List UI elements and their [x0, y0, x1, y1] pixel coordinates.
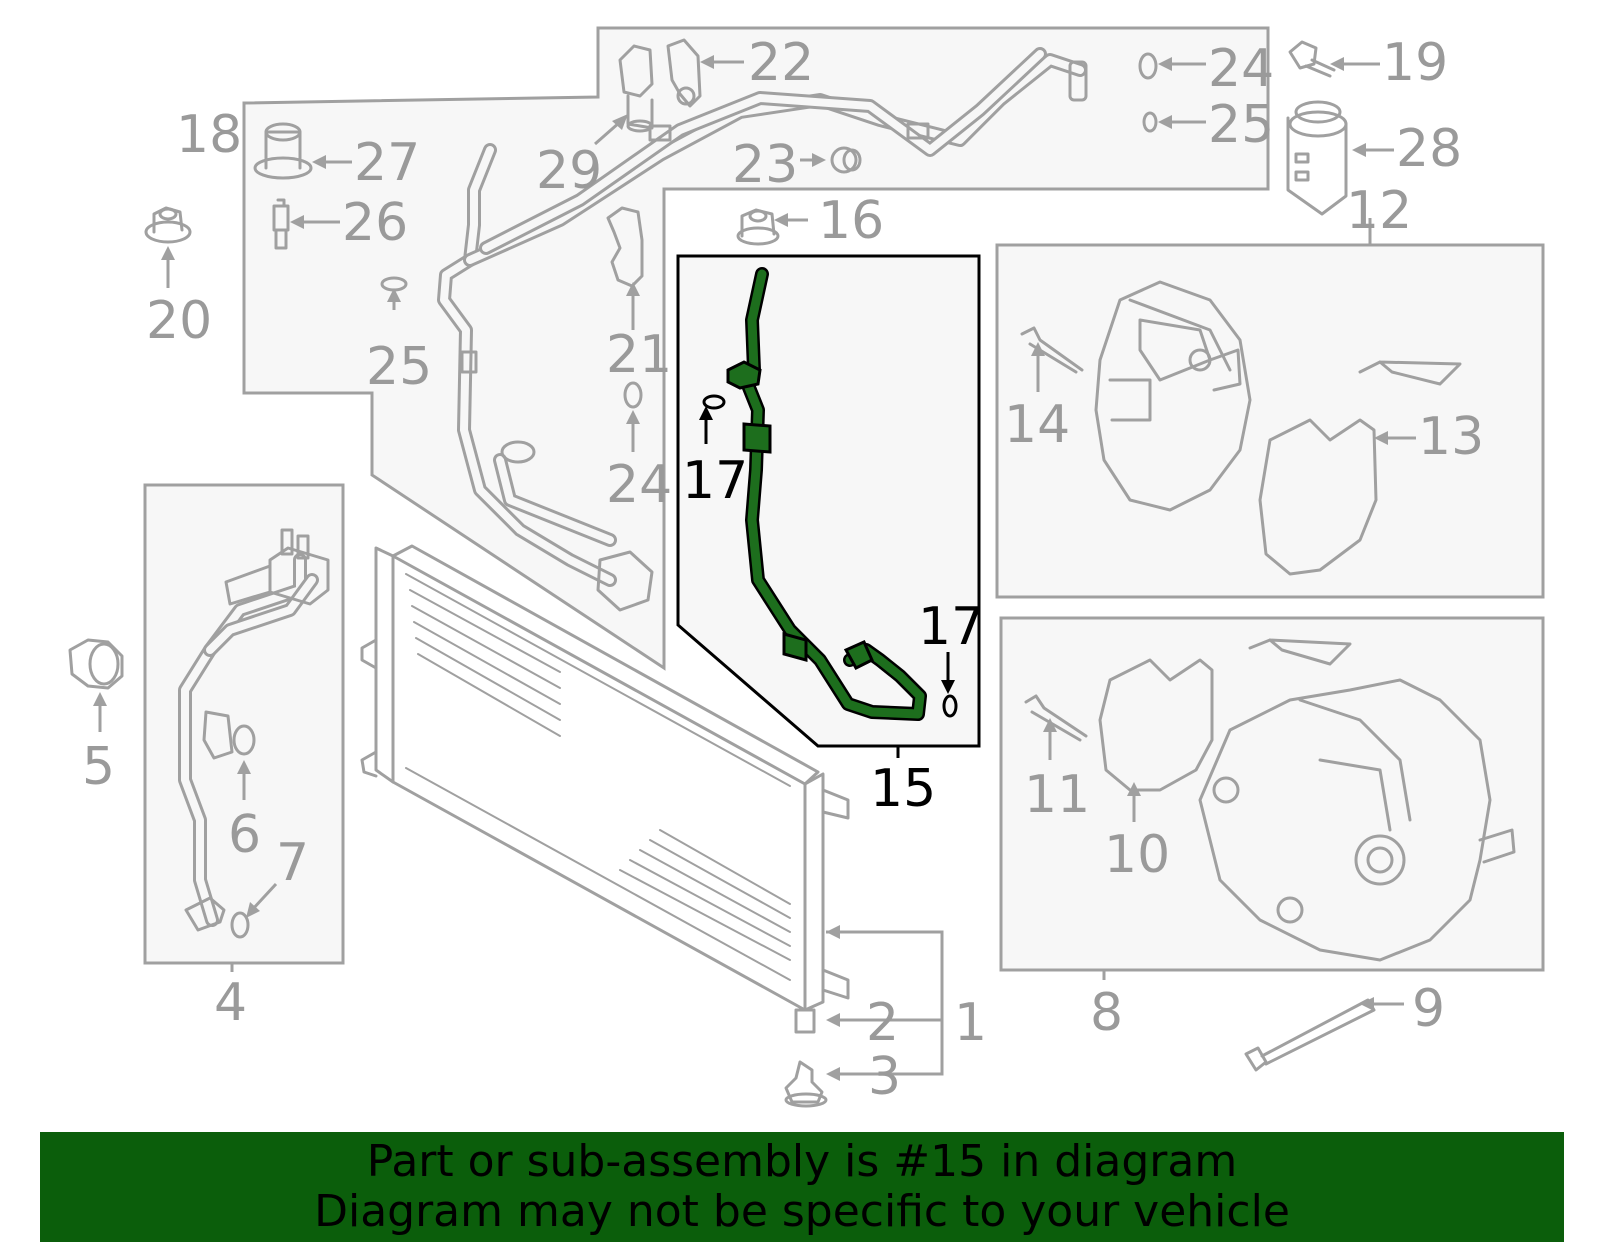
callout-labels: 1 2 3 4 5 6 7 8 9 10 11 12 13 14 15 16 1… [82, 33, 1484, 1107]
callout-29: 29 [536, 141, 602, 201]
callout-12: 12 [1346, 181, 1412, 241]
callout-17-right: 17 [918, 597, 984, 657]
callout-17-left: 17 [682, 451, 748, 511]
callout-22: 22 [748, 33, 814, 93]
compressor-housing-12 [1094, 280, 1252, 512]
info-banner: Part or sub-assembly is #15 in diagram D… [40, 1132, 1564, 1242]
callout-26: 26 [342, 193, 408, 253]
callout-4: 4 [214, 973, 247, 1033]
callout-15: 15 [870, 759, 936, 819]
gasket-13 [1258, 418, 1378, 576]
gasket-10 [1098, 658, 1214, 792]
leader-arrows [93, 55, 1416, 1081]
valve-core-26 [272, 198, 290, 250]
callout-27: 27 [354, 133, 420, 193]
condenser [360, 544, 850, 1034]
pipe-assembly-4 [178, 528, 330, 939]
callout-1: 1 [954, 993, 987, 1053]
callout-7: 7 [276, 833, 309, 893]
pressure-sensor-29 [618, 44, 654, 133]
highlighted-hose-15 [702, 267, 958, 721]
callout-8: 8 [1090, 983, 1123, 1043]
bushing-5 [68, 638, 124, 690]
sensor-13 [1358, 360, 1462, 386]
callout-9: 9 [1412, 979, 1445, 1039]
callout-20: 20 [146, 291, 212, 351]
o-ring-25-right [1142, 111, 1158, 133]
callout-5: 5 [82, 737, 115, 797]
o-ring-24-left [623, 381, 643, 409]
compressor-8 [1198, 678, 1516, 962]
callout-24-right: 24 [1208, 39, 1274, 99]
cap-27 [253, 122, 313, 180]
callout-25-left: 25 [366, 337, 432, 397]
box-group-8 [999, 616, 1545, 972]
callout-14: 14 [1004, 395, 1070, 455]
callout-23: 23 [732, 135, 798, 195]
callout-25-right: 25 [1208, 95, 1274, 155]
callout-16: 16 [818, 191, 884, 251]
callout-19: 19 [1382, 33, 1448, 93]
receiver-28 [1286, 100, 1348, 216]
box-group-12 [995, 243, 1545, 599]
leader-1 [836, 930, 944, 1076]
callout-18: 18 [176, 105, 242, 165]
grommet-3 [784, 1060, 824, 1104]
hose-assembly-18 [437, 47, 1088, 612]
callout-6: 6 [228, 805, 261, 865]
banner-line-disclaimer: Diagram may not be specific to your vehi… [314, 1186, 1290, 1237]
callout-24-left: 24 [606, 455, 672, 515]
callout-2: 2 [866, 993, 899, 1053]
grommet-3-base [784, 1092, 828, 1108]
o-ring-24-right [1138, 52, 1158, 80]
callout-28: 28 [1396, 119, 1462, 179]
bolt-9 [1244, 998, 1376, 1072]
banner-line-part: Part or sub-assembly is #15 in diagram [366, 1136, 1238, 1187]
callout-10: 10 [1104, 825, 1170, 885]
callout-21: 21 [606, 325, 672, 385]
nut-20 [144, 206, 192, 244]
bolt-19 [1288, 40, 1336, 78]
callout-3: 3 [868, 1047, 901, 1107]
bolt-11 [1024, 694, 1088, 742]
callout-13: 13 [1418, 407, 1484, 467]
sensor-8 [1248, 638, 1352, 666]
grommet-23 [830, 146, 862, 174]
bracket-22 [666, 38, 702, 108]
callout-11: 11 [1024, 765, 1090, 825]
nut-16 [736, 208, 780, 246]
